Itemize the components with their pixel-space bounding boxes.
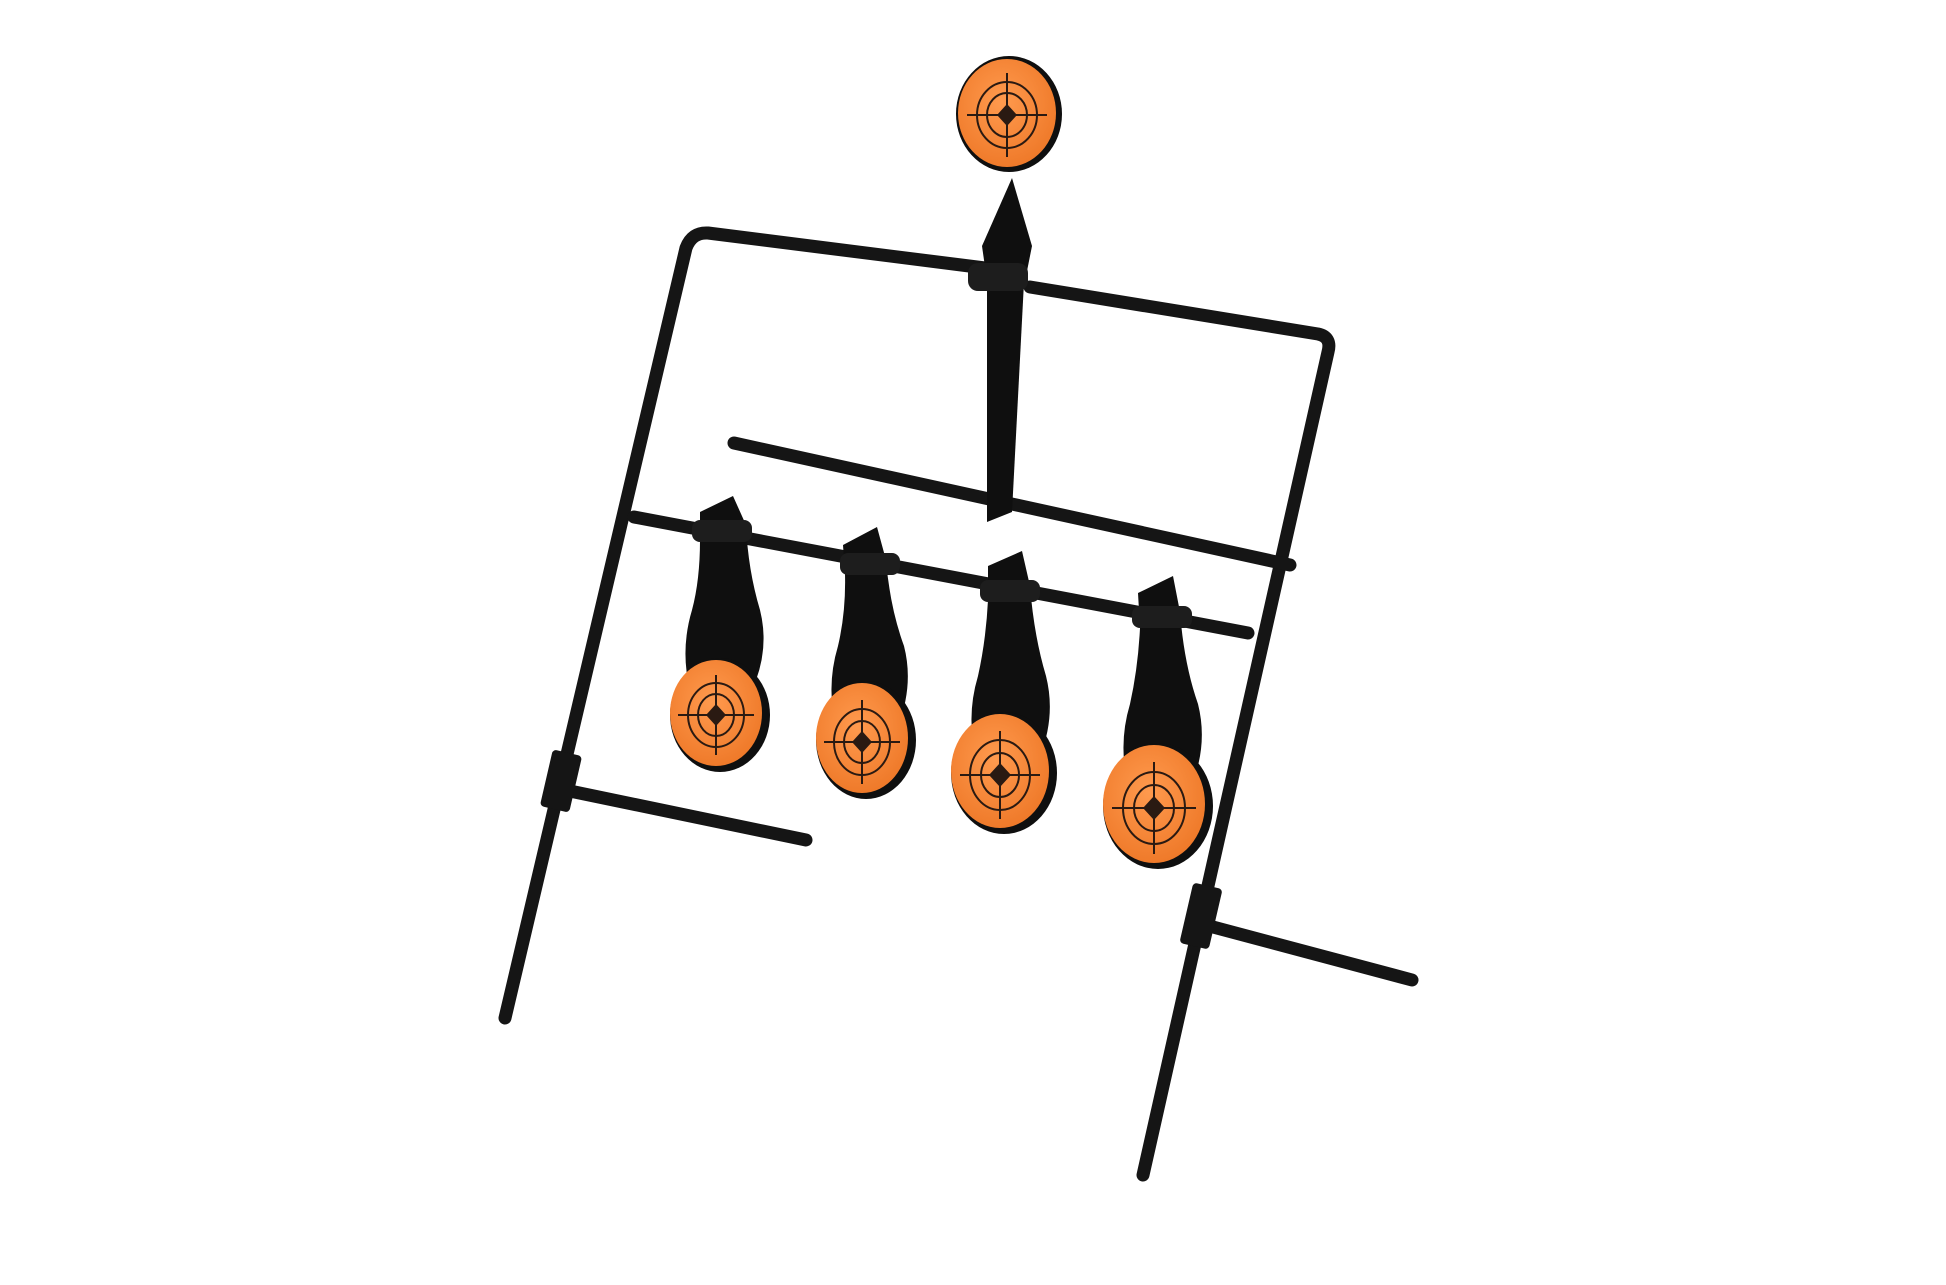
- right-stake-clamp: [1180, 883, 1222, 949]
- right-frame-rail: [1023, 280, 1336, 1182]
- hanging-target-3: [951, 551, 1057, 834]
- left-stake-clamp: [540, 750, 582, 812]
- target-stand: [498, 56, 1419, 1182]
- reset-paddle-neck: [982, 178, 1032, 288]
- left-ground-stake: [558, 783, 813, 847]
- hanging-target-4: [1103, 576, 1213, 869]
- hanging-target-2: [816, 527, 916, 799]
- left-frame-rail: [498, 226, 992, 1025]
- top-reset-target: [956, 56, 1062, 172]
- reset-paddle-post: [987, 282, 1024, 522]
- hanging-target-1: [670, 496, 770, 772]
- right-ground-stake: [1191, 916, 1419, 987]
- top-pivot-collar: [968, 263, 1028, 291]
